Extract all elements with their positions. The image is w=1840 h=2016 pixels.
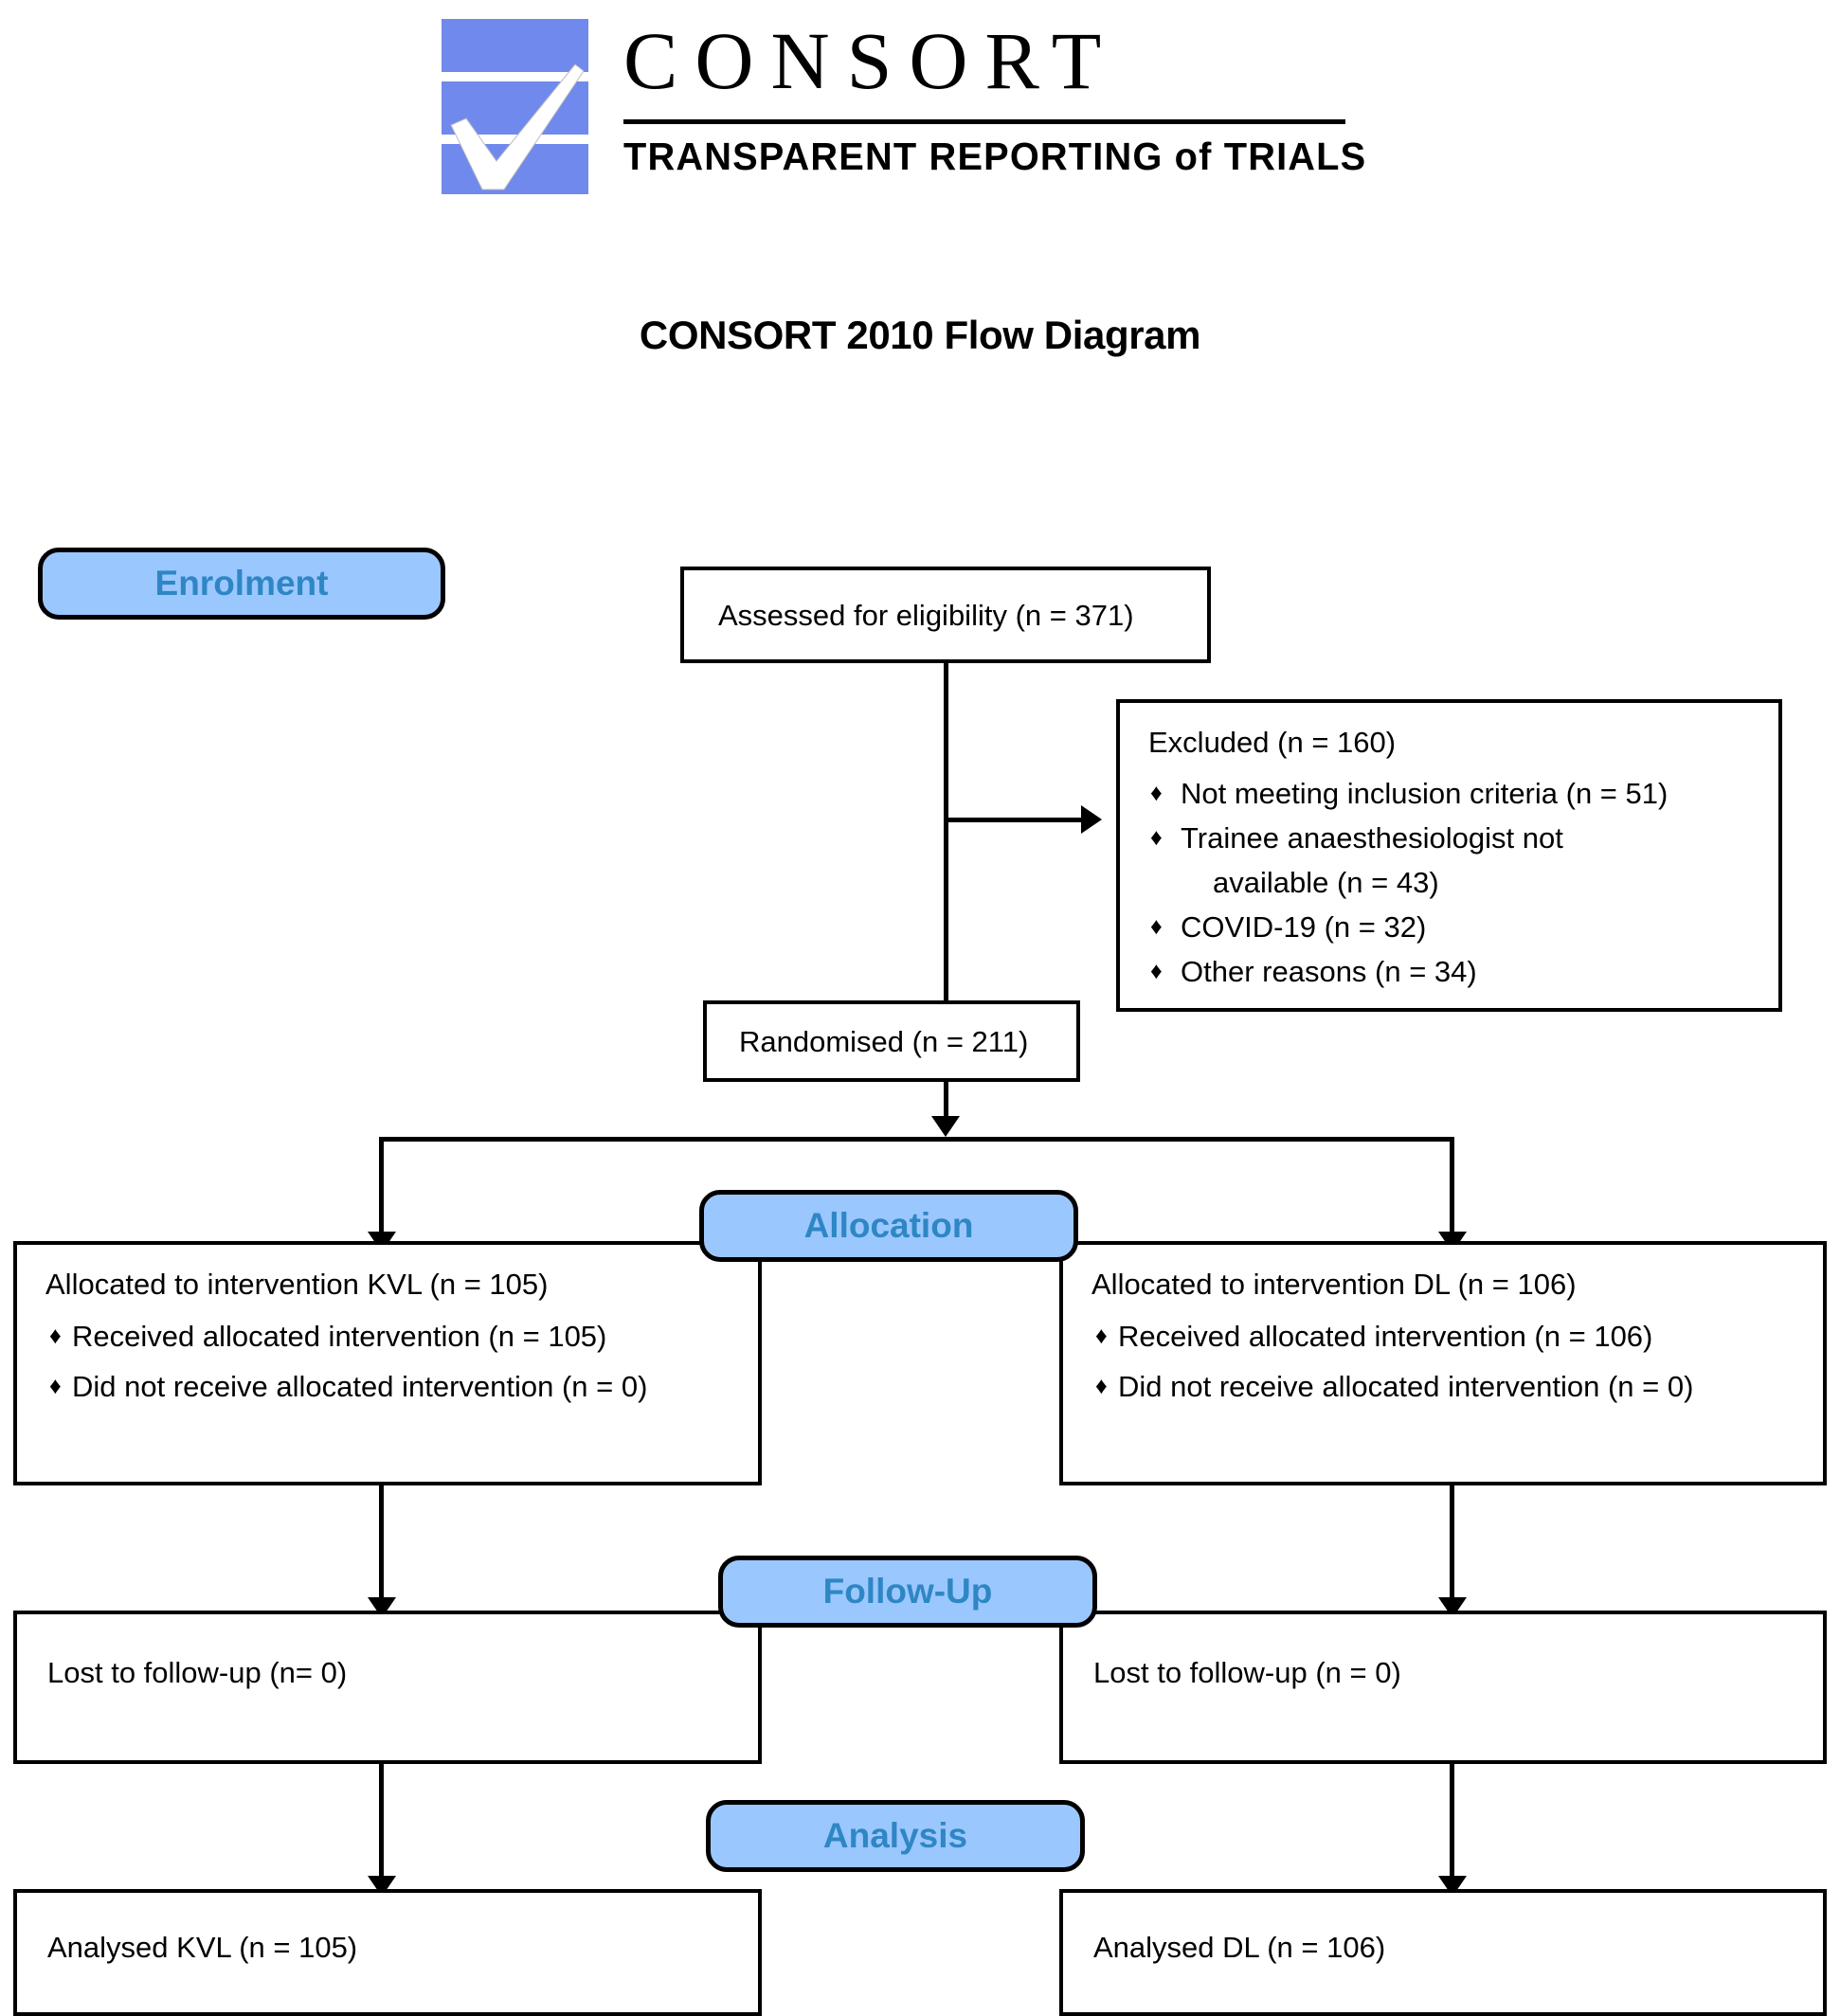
- consort-logo: CONSORT TRANSPARENT REPORTING of TRIALS: [442, 8, 1367, 207]
- list-item: Other reasons (n = 34): [1148, 949, 1764, 994]
- analysed-kvl-text: Analysed KVL (n = 105): [47, 1931, 358, 1964]
- connector-assessed-to-excluded: [944, 818, 1081, 822]
- excluded-heading: Excluded (n = 160): [1148, 726, 1397, 759]
- connector-alloc-left-to-followup: [379, 1485, 384, 1609]
- list-item: Did not receive allocated intervention (…: [49, 1361, 741, 1412]
- connector-allocation-left-drop: [379, 1137, 384, 1243]
- list-item: Trainee anaesthesiologist not: [1148, 816, 1764, 860]
- list-item: Received allocated intervention (n = 105…: [49, 1311, 741, 1361]
- arrow-to-excluded-icon: [1081, 805, 1102, 834]
- logo-tagline: TRANSPARENT REPORTING of TRIALS: [623, 135, 1367, 178]
- node-analysed-dl: Analysed DL (n = 106): [1059, 1889, 1827, 2016]
- node-lost-followup-kvl: Lost to follow-up (n= 0): [13, 1611, 762, 1764]
- assessed-text: Assessed for eligibility (n = 371): [718, 599, 1134, 632]
- stage-label-followup: Follow-Up: [718, 1556, 1097, 1628]
- node-allocated-dl: Allocated to intervention DL (n = 106) R…: [1059, 1241, 1827, 1485]
- analysed-dl-text: Analysed DL (n = 106): [1093, 1931, 1386, 1964]
- connector-assessed-to-randomised: [944, 663, 948, 1000]
- list-item: Did not receive allocated intervention (…: [1095, 1361, 1806, 1412]
- connector-allocation-split-bar: [379, 1137, 1454, 1142]
- lost-followup-kvl-text: Lost to follow-up (n= 0): [47, 1656, 348, 1689]
- node-lost-followup-dl: Lost to follow-up (n = 0): [1059, 1611, 1827, 1764]
- allocated-kvl-heading: Allocated to intervention KVL (n = 105): [45, 1268, 549, 1301]
- allocated-dl-list: Received allocated intervention (n = 106…: [1095, 1311, 1806, 1412]
- allocated-dl-heading: Allocated to intervention DL (n = 106): [1091, 1268, 1577, 1301]
- node-allocated-kvl: Allocated to intervention KVL (n = 105) …: [13, 1241, 762, 1485]
- logo-divider-rule: [623, 119, 1345, 124]
- page-title: CONSORT 2010 Flow Diagram: [639, 313, 1201, 357]
- list-item: Received allocated intervention (n = 106…: [1095, 1311, 1806, 1361]
- node-assessed-for-eligibility: Assessed for eligibility (n = 371): [680, 567, 1211, 663]
- connector-alloc-right-to-followup: [1450, 1485, 1454, 1609]
- excluded-reason-list: Not meeting inclusion criteria (n = 51) …: [1148, 771, 1764, 994]
- list-item: COVID-19 (n = 32): [1148, 905, 1764, 949]
- connector-followup-left-to-analysed: [379, 1764, 384, 1889]
- stage-label-analysis: Analysis: [706, 1800, 1085, 1872]
- arrow-randomised-down-icon: [931, 1116, 960, 1137]
- list-item: Not meeting inclusion criteria (n = 51): [1148, 771, 1764, 816]
- allocated-kvl-list: Received allocated intervention (n = 105…: [49, 1311, 741, 1412]
- connector-followup-right-to-analysed: [1450, 1764, 1454, 1889]
- list-item-continuation: available (n = 43): [1213, 866, 1439, 899]
- stage-label-allocation: Allocation: [699, 1190, 1078, 1262]
- connector-allocation-right-drop: [1450, 1137, 1454, 1243]
- connector-randomised-down: [944, 1082, 948, 1129]
- node-randomised: Randomised (n = 211): [703, 1000, 1080, 1082]
- logo-band-top: [442, 19, 588, 72]
- checkmark-icon: [450, 63, 585, 190]
- node-excluded: Excluded (n = 160) Not meeting inclusion…: [1116, 699, 1782, 1012]
- randomised-text: Randomised (n = 211): [739, 1025, 1029, 1058]
- lost-followup-dl-text: Lost to follow-up (n = 0): [1093, 1656, 1401, 1689]
- logo-wordmark: CONSORT: [623, 15, 1119, 106]
- node-analysed-kvl: Analysed KVL (n = 105): [13, 1889, 762, 2016]
- consort-checkmark-logo-icon: [442, 19, 588, 194]
- stage-label-enrolment: Enrolment: [38, 548, 445, 620]
